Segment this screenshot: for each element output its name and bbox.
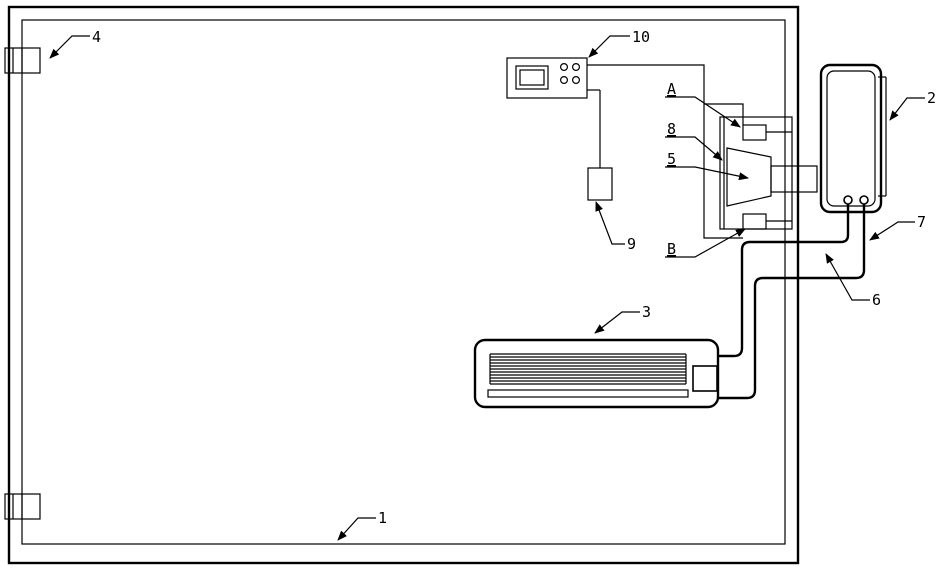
- label-5: 5: [667, 150, 676, 168]
- label-8: 8: [667, 120, 676, 138]
- window-sensor: [5, 48, 40, 73]
- label-a: A: [667, 80, 676, 98]
- label-b: B: [667, 240, 676, 258]
- window-sensor-bottom: [5, 494, 40, 519]
- control-wiring: [587, 65, 792, 238]
- indoor-unit-grille: [490, 354, 686, 384]
- label-3: 3: [642, 303, 651, 321]
- fresh-air-box: [720, 117, 817, 229]
- label-1: 1: [378, 509, 387, 527]
- label-9: 9: [627, 235, 636, 253]
- leader-lines: [50, 36, 925, 540]
- label-4: 4: [92, 28, 101, 46]
- label-7: 7: [917, 213, 926, 231]
- label-2: 2: [927, 89, 936, 107]
- room-outline: [9, 7, 798, 563]
- label-10: 10: [632, 28, 650, 46]
- controller-unit: [507, 58, 587, 98]
- label-6: 6: [872, 291, 881, 309]
- outdoor-unit: [821, 65, 886, 212]
- refrigerant-pipes: [718, 204, 864, 398]
- indoor-unit: [475, 340, 718, 407]
- sensor-unit: [587, 90, 612, 200]
